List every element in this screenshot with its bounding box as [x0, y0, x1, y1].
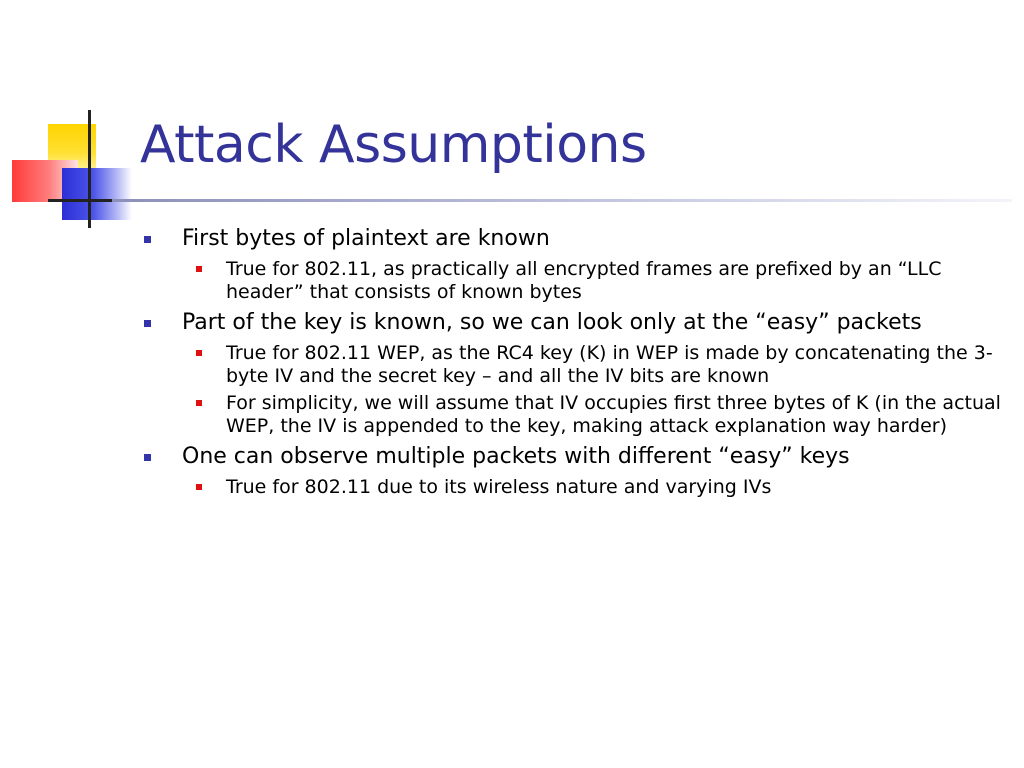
square-bullet-icon — [144, 320, 151, 327]
sub-bullet-text: True for 802.11, as practically all encr… — [226, 258, 942, 303]
sub-bullet-item: True for 802.11 due to its wireless natu… — [142, 476, 1002, 499]
square-bullet-icon — [144, 236, 151, 243]
square-bullet-icon — [196, 400, 202, 406]
bullet-list: First bytes of plaintext are known True … — [142, 226, 1002, 505]
square-bullet-icon — [144, 454, 151, 461]
sub-bullet-text: True for 802.11 due to its wireless natu… — [226, 476, 772, 498]
sub-bullet-item: For simplicity, we will assume that IV o… — [142, 392, 1002, 438]
bullet-item: First bytes of plaintext are known — [142, 226, 1002, 252]
sub-bullet-item: True for 802.11 WEP, as the RC4 key (K) … — [142, 342, 1002, 388]
sub-bullet-text: True for 802.11 WEP, as the RC4 key (K) … — [226, 342, 993, 387]
bullet-group-3: One can observe multiple packets with di… — [142, 444, 1002, 499]
square-bullet-icon — [196, 266, 202, 272]
bullet-group-1: First bytes of plaintext are known True … — [142, 226, 1002, 304]
bullet-text: Part of the key is known, so we can look… — [182, 310, 922, 335]
bullet-item: Part of the key is known, so we can look… — [142, 310, 1002, 336]
slide-title: Attack Assumptions — [140, 115, 647, 175]
sub-bullet-text: For simplicity, we will assume that IV o… — [226, 392, 1001, 437]
bullet-item: One can observe multiple packets with di… — [142, 444, 1002, 470]
logo-horizontal-line — [48, 199, 140, 202]
bullet-group-2: Part of the key is known, so we can look… — [142, 310, 1002, 438]
square-bullet-icon — [196, 350, 202, 356]
bullet-text: First bytes of plaintext are known — [182, 226, 550, 251]
logo-blue-square — [62, 168, 132, 220]
title-underline-rule — [112, 199, 1012, 202]
bullet-text: One can observe multiple packets with di… — [182, 444, 850, 469]
logo-vertical-line — [88, 110, 91, 228]
square-bullet-icon — [196, 484, 202, 490]
sub-bullet-item: True for 802.11, as practically all encr… — [142, 258, 1002, 304]
